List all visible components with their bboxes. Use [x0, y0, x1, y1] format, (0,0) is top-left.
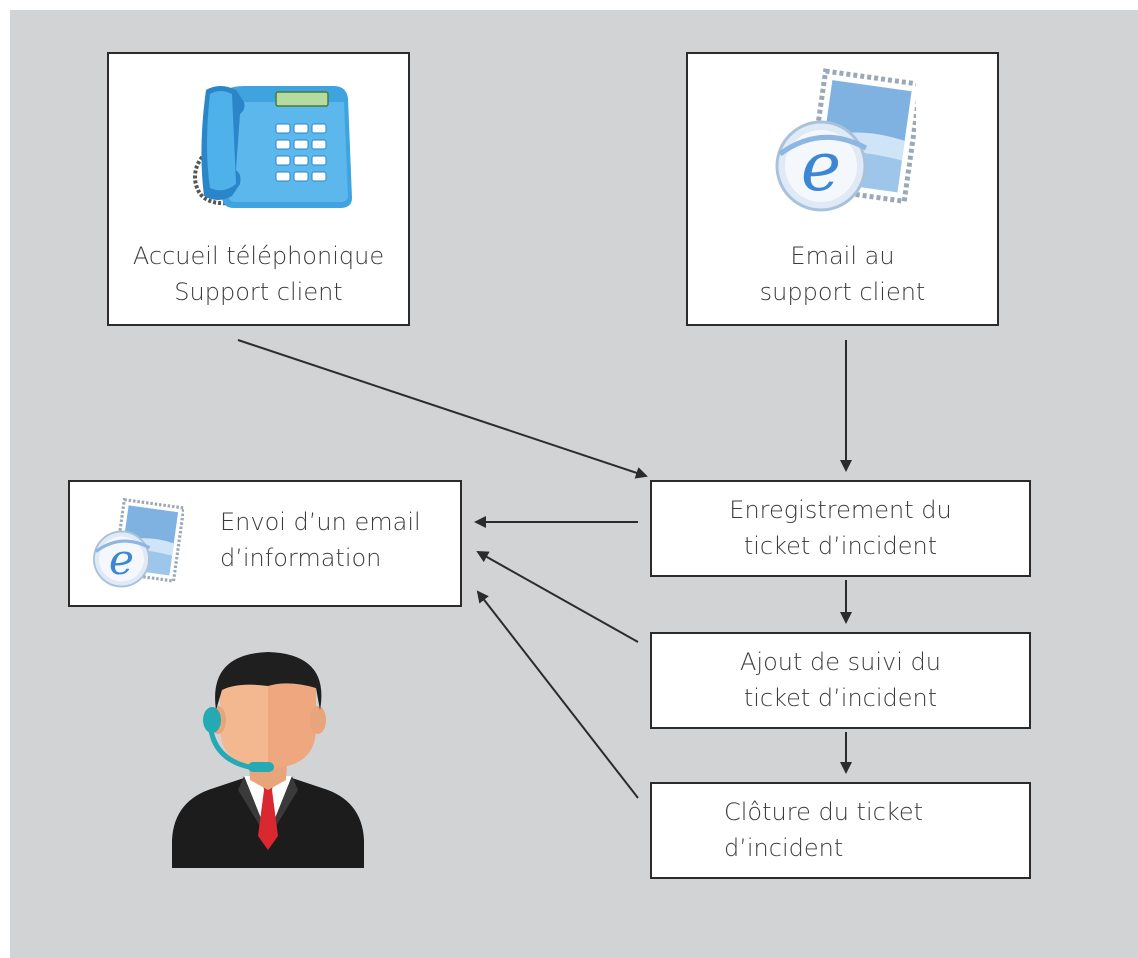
label-line-2: Support client — [174, 278, 343, 306]
node-followup-ticket: Ajout de suivi du ticket d’incident — [650, 632, 1031, 729]
label-line-1: Ajout de suivi du — [740, 648, 941, 676]
diagram-canvas: Accueil téléphonique Support client e Em… — [10, 10, 1138, 958]
arrow-followup-to-send-info — [476, 551, 639, 643]
node-label: Envoi d’un email d’information — [220, 504, 456, 576]
label-line-1: Email au — [790, 242, 895, 270]
label-line-1: Enregistrement du — [729, 496, 952, 524]
node-register-ticket: Enregistrement du ticket d’incident — [650, 480, 1031, 577]
node-email-support: e Email au support client — [686, 52, 999, 326]
label-line-2: support client — [759, 278, 926, 306]
label-line-1: Envoi d’un email — [220, 508, 421, 536]
phone-icon — [193, 86, 352, 208]
arrow-close-to-send-info — [476, 590, 639, 799]
label-line-1: Clôture du ticket — [724, 798, 924, 826]
label-line-2: ticket d’incident — [743, 684, 938, 712]
support-agent-icon — [172, 652, 364, 868]
arrow-phone-to-register — [237, 339, 648, 479]
node-send-info-email: e Envoi d’un email d’information — [68, 480, 462, 607]
node-label: Enregistrement du ticket d’incident — [652, 492, 1029, 564]
node-label: Accueil téléphonique Support client — [109, 238, 408, 310]
label-line-2: d’information — [220, 544, 382, 572]
node-label: Email au support client — [688, 238, 997, 310]
label-line-1: Accueil téléphonique — [132, 242, 385, 270]
node-label: Clôture du ticket d’incident — [724, 794, 1024, 866]
node-phone-support: Accueil téléphonique Support client — [107, 52, 410, 326]
connector-arrows — [237, 339, 852, 799]
label-line-2: ticket d’incident — [743, 532, 938, 560]
label-line-2: d’incident — [724, 834, 844, 862]
node-close-ticket: Clôture du ticket d’incident — [650, 782, 1031, 879]
email-stamp-icon: e — [775, 68, 916, 212]
node-label: Ajout de suivi du ticket d’incident — [652, 644, 1029, 716]
email-stamp-icon: e — [93, 497, 184, 588]
